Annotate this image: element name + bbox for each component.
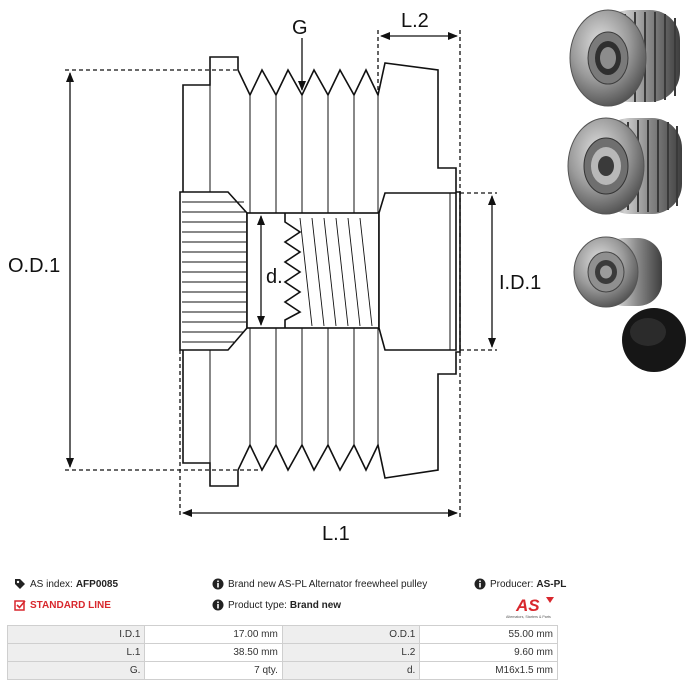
spec-key: O.D.1 <box>281 625 421 644</box>
product-type-row: Product type: Brand new <box>212 599 341 611</box>
product-photo-front <box>573 236 662 308</box>
dimension-labels: G L.2 O.D.1 I.D.1 d. L.1 <box>8 10 541 545</box>
bore <box>246 212 380 329</box>
spec-row: G.7 qty.d.M16x1.5 mm <box>6 661 558 680</box>
info-icon <box>474 578 486 590</box>
producer-label: Producer: <box>490 578 534 590</box>
spec-value: 7 qty. <box>144 661 283 680</box>
spec-key: L.1 <box>6 643 146 662</box>
product-type-label: Product type: <box>228 599 287 611</box>
knurl-lines <box>182 201 246 343</box>
thread-lines <box>299 217 373 327</box>
spec-key: d. <box>281 661 421 680</box>
inner-diameter-label: I.D.1 <box>499 272 541 294</box>
as-index-value: AFP0085 <box>75 578 119 590</box>
spec-value: 38.50 mm <box>144 643 283 662</box>
dimensions <box>65 30 497 518</box>
knurled-hub <box>179 191 248 351</box>
as-pl-logo: AS Alternators, Starters & Parts <box>506 596 554 619</box>
description-row: Brand new AS-PL Alternator freewheel pul… <box>212 578 427 590</box>
checkbox-icon <box>14 600 26 611</box>
svg-text:Alternators, Starters & Parts: Alternators, Starters & Parts <box>506 615 551 619</box>
tag-icon <box>15 579 25 589</box>
product-type-value: Brand new <box>289 599 342 611</box>
info-icon <box>212 578 224 590</box>
description-text: Brand new AS-PL Alternator freewheel pul… <box>228 578 428 590</box>
standard-line-row: STANDARD LINE <box>14 599 111 611</box>
spec-key: I.D.1 <box>6 625 146 644</box>
spec-value: M16x1.5 mm <box>419 661 558 680</box>
as-index-label: AS index: <box>30 578 73 590</box>
as-index-row: AS index: AFP0085 <box>14 578 118 590</box>
groove-label: G <box>292 17 308 39</box>
product-photo-middle <box>567 117 682 215</box>
pulley-section <box>179 56 461 487</box>
length1-label: L.1 <box>322 523 350 545</box>
spec-value: 55.00 mm <box>419 625 558 644</box>
product-photo-top <box>569 9 680 107</box>
spec-value: 17.00 mm <box>144 625 283 644</box>
producer-value: AS-PL <box>536 578 567 590</box>
spec-value: 9.60 mm <box>419 643 558 662</box>
thread-label: d. <box>266 266 283 288</box>
spec-key: G. <box>6 661 146 680</box>
length2-label: L.2 <box>401 10 429 32</box>
pulley-technical-drawing: G L.2 O.D.1 I.D.1 d. L.1 <box>8 9 686 545</box>
bearing-housing <box>378 192 457 351</box>
svg-text:AS: AS <box>515 596 540 615</box>
outer-diameter-label: O.D.1 <box>8 255 60 277</box>
spec-key: L.2 <box>281 643 421 662</box>
dust-cap-photo <box>622 308 686 372</box>
producer-row: Producer: AS-PL <box>474 578 566 590</box>
info-icon <box>212 599 224 611</box>
standard-line-label: STANDARD LINE <box>30 599 111 611</box>
thread-profile <box>283 213 302 328</box>
